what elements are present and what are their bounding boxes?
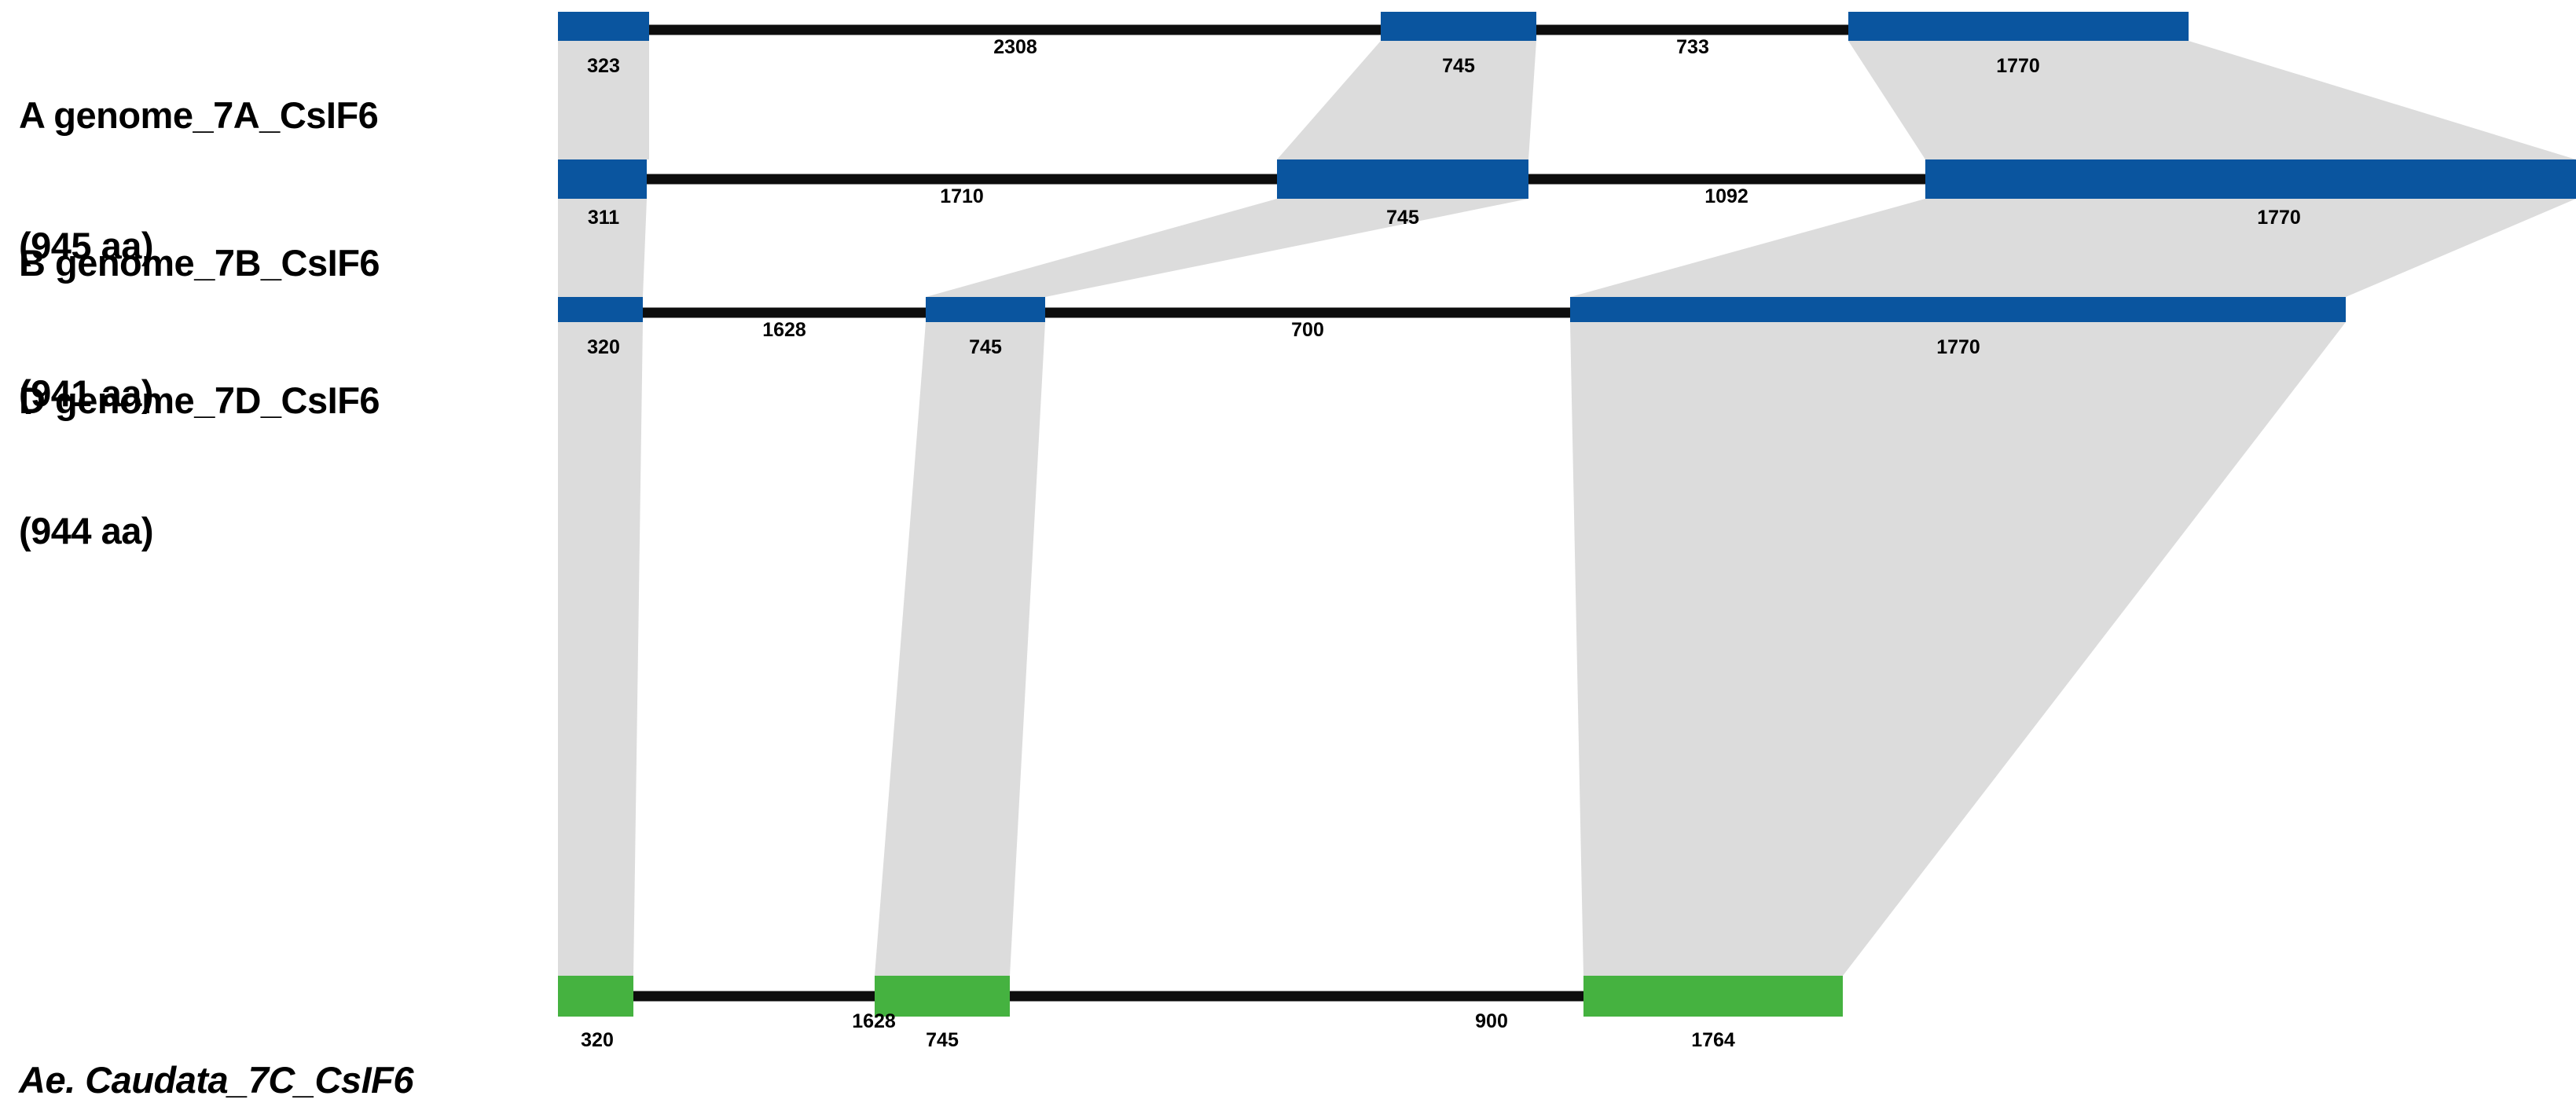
- intron-d-2-length: 700: [1291, 319, 1324, 341]
- exon-b-2[interactable]: [1277, 159, 1528, 199]
- exon-a-2-length: 745: [1442, 55, 1475, 77]
- intron-a-2-length: 733: [1676, 36, 1709, 58]
- exon-d-3[interactable]: [1570, 297, 2346, 322]
- intron-a-1-length: 2308: [993, 36, 1037, 58]
- exon-b-1-length: 311: [588, 207, 619, 229]
- exon-b-3[interactable]: [1925, 159, 2576, 199]
- ribbon-exon1-d-to-c: [558, 322, 643, 976]
- exon-d-2[interactable]: [926, 297, 1045, 322]
- ribbon-exon2-b-to-d: [926, 199, 1528, 297]
- exon-d-3-length: 1770: [1936, 336, 1980, 358]
- exon-a-1-length: 323: [587, 55, 620, 77]
- exon-a-3[interactable]: [1848, 12, 2189, 41]
- exon-d-1-length: 320: [587, 336, 620, 358]
- ribbon-exon1-b-to-d: [558, 199, 647, 297]
- ribbon-exon3-b-to-d: [1570, 199, 2576, 297]
- intron-d-1-length: 1628: [762, 319, 806, 341]
- exon-b-2-length: 745: [1386, 207, 1419, 229]
- intron-c-2-length: 900: [1475, 1010, 1508, 1032]
- row-label-b-genome: B genome_7B_CsIF6 (941 aa): [19, 154, 380, 503]
- gene-track-b-genome: 311 745 1770 1710 1092: [558, 159, 2576, 229]
- exon-c-3[interactable]: [1583, 976, 1843, 1017]
- exon-b-3-length: 1770: [2257, 207, 2301, 229]
- gene-track-d-genome: 320 745 1770 1628 700: [558, 297, 2346, 358]
- exon-b-1[interactable]: [558, 159, 647, 199]
- exon-d-2-length: 745: [969, 336, 1002, 358]
- row-label-a-genome-line1: A genome_7A_CsIF6: [19, 93, 379, 136]
- ribbon-exon2-d-to-c: [875, 322, 1045, 976]
- ribbon-exon3-a-to-b: [1848, 41, 2576, 159]
- ribbon-exon1-a-to-b: [558, 41, 649, 159]
- ribbon-exon2-a-to-b: [1277, 41, 1536, 159]
- row-label-d-genome-line2: (944 aa): [19, 510, 154, 552]
- row-label-a-genome-line2: (945 aa): [19, 225, 154, 267]
- exon-a-1[interactable]: [558, 12, 649, 41]
- exon-c-1-length: 320: [581, 1029, 614, 1051]
- row-label-ae-caudata-line1: Ae. Caudata_7C_CsIF6: [19, 1058, 413, 1101]
- intron-b-2-length: 1092: [1704, 185, 1749, 207]
- ribbon-exon3-d-to-c: [1570, 322, 2346, 976]
- row-label-d-genome: D genome_7D_CsIF6 (944 aa): [19, 291, 380, 640]
- intron-b-1-length: 1710: [940, 185, 984, 207]
- exon-c-3-length: 1764: [1691, 1029, 1735, 1051]
- exon-c-2[interactable]: [875, 976, 1010, 1017]
- exon-c-2-length: 745: [926, 1029, 959, 1051]
- exon-a-2[interactable]: [1381, 12, 1536, 41]
- gene-track-a-genome: 323 745 1770 2308 733: [558, 12, 2189, 77]
- exon-c-1[interactable]: [558, 976, 633, 1017]
- gene-track-ae-caudata: 320 745 1764 1628 900: [558, 976, 1843, 1051]
- row-label-ae-caudata: Ae. Caudata_7C_CsIF6 (942 aa): [19, 971, 413, 1103]
- intron-c-1-length: 1628: [852, 1010, 896, 1032]
- row-label-a-genome: A genome_7A_CsIF6 (945 aa): [19, 6, 379, 355]
- row-label-b-genome-line2: (941 aa): [19, 372, 154, 415]
- row-label-d-genome-line1: D genome_7D_CsIF6: [19, 379, 380, 421]
- exon-a-3-length: 1770: [1996, 55, 2040, 77]
- row-label-b-genome-line1: B genome_7B_CsIF6: [19, 241, 380, 284]
- exon-d-1[interactable]: [558, 297, 643, 322]
